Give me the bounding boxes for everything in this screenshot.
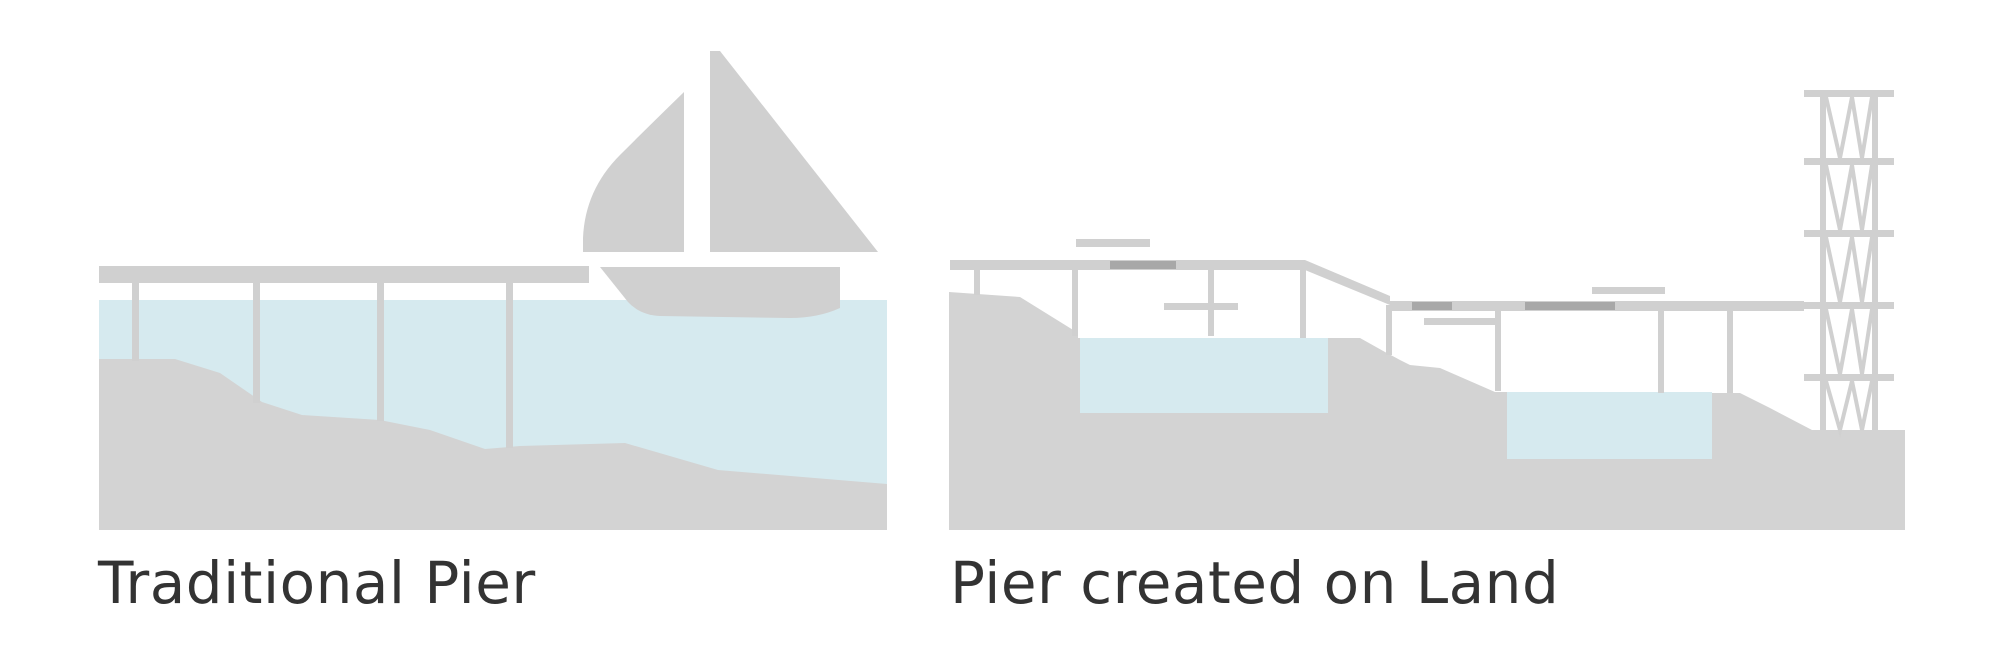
- pier-deck: [99, 266, 589, 283]
- seabed: [99, 359, 887, 530]
- lower-deck: [1386, 287, 1804, 393]
- boat-hull: [600, 267, 840, 318]
- land-basin-2: [1507, 392, 1712, 459]
- pier-piles: [132, 283, 513, 448]
- land-pier-caption: Pier created on Land: [950, 549, 1560, 617]
- upper-deck: [950, 239, 1390, 338]
- lattice-tower: [1804, 90, 1894, 438]
- land-basin-1: [1080, 338, 1328, 413]
- traditional-pier-panel: [99, 51, 887, 530]
- sailboat: [583, 51, 878, 318]
- traditional-pier-caption: Traditional Pier: [98, 549, 536, 617]
- mainsail: [710, 51, 878, 252]
- jib-sail: [583, 92, 684, 252]
- land-pier-panel: [949, 90, 1905, 530]
